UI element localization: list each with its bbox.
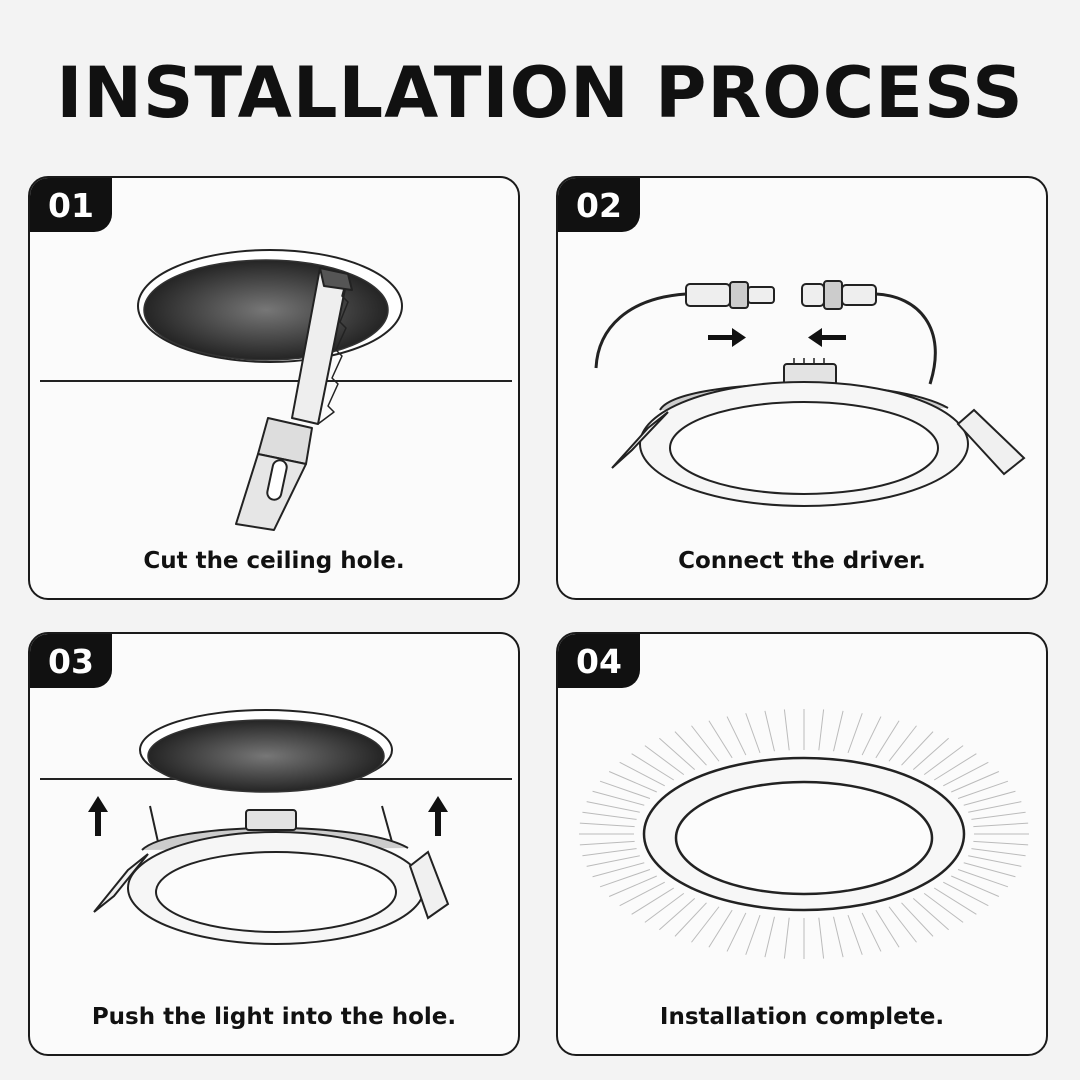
light-ray: [973, 822, 1029, 828]
light-ray: [818, 709, 825, 751]
light-ray: [708, 720, 733, 759]
light-ray: [901, 902, 934, 937]
light-ray: [691, 906, 720, 943]
light-ray: [619, 761, 665, 787]
step-panel-02: 02 Connect the driver.: [556, 176, 1048, 600]
light-ray: [726, 716, 747, 756]
step-number-04: 04: [558, 634, 640, 688]
light-ray: [764, 916, 775, 958]
page-title: INSTALLATION PROCESS: [56, 52, 1024, 134]
light-ray: [586, 801, 640, 813]
light-ray: [674, 902, 707, 937]
light-ray: [599, 869, 651, 888]
step-caption-04: Installation complete.: [659, 1004, 945, 1030]
light-ray: [888, 725, 917, 762]
arrow-up-icon: [428, 796, 448, 836]
light-ray: [943, 881, 989, 907]
light-ray: [833, 916, 844, 958]
light-ray: [951, 875, 1000, 897]
light-ray: [745, 914, 761, 955]
light-ray: [875, 909, 900, 948]
light-ray: [971, 811, 1026, 820]
light-ray: [592, 862, 645, 878]
light-rays: [579, 709, 1029, 959]
light-ray: [951, 771, 1000, 793]
light-ray: [659, 897, 696, 931]
arrow-right-icon: [708, 328, 746, 347]
light-ray: [608, 875, 657, 897]
light-ray: [783, 709, 790, 751]
ceiling-hole: [137, 249, 403, 363]
arrow-left-icon: [808, 328, 846, 347]
downlight-fixture: [611, 358, 1026, 507]
light-ray: [861, 912, 882, 952]
light-ray: [659, 737, 696, 771]
light-ray: [579, 822, 635, 828]
light-ray: [764, 710, 775, 752]
light-ray: [923, 892, 964, 923]
light-ray: [847, 713, 863, 754]
light-ray: [586, 855, 640, 867]
light-ray: [674, 731, 707, 766]
light-ray: [726, 912, 747, 952]
installation-complete-illustration: [579, 709, 1029, 959]
light-ray: [861, 716, 882, 756]
light-ray: [963, 862, 1016, 878]
light-ray: [644, 745, 685, 776]
light-ray: [619, 881, 665, 907]
light-ray: [968, 855, 1022, 867]
step-number-03: 03: [30, 634, 112, 688]
step-caption-01: Cut the ceiling hole.: [143, 548, 405, 574]
light-ray: [971, 848, 1026, 857]
light-ray: [818, 917, 825, 959]
ceiling-hole: [139, 709, 393, 793]
light-ray: [888, 906, 917, 943]
light-ray: [973, 840, 1029, 846]
light-ray: [631, 887, 675, 915]
light-ray: [875, 720, 900, 759]
downlight-fixture: [93, 805, 450, 945]
arrow-up-icon: [88, 796, 108, 836]
light-ray: [833, 710, 844, 752]
light-ray: [963, 790, 1016, 806]
step-number-01: 01: [30, 178, 112, 232]
light-ray: [783, 917, 790, 959]
light-ray: [592, 790, 645, 806]
connect-driver-illustration: [594, 280, 1026, 507]
step-caption-03: Push the light into the hole.: [91, 1004, 457, 1030]
light-ray: [631, 753, 675, 781]
light-ray: [847, 914, 863, 955]
light-ray: [582, 848, 637, 857]
light-ray: [708, 909, 733, 948]
wire-connectors: [594, 280, 937, 385]
installed-downlight: [642, 756, 966, 912]
light-ray: [599, 780, 651, 799]
light-ray: [745, 713, 761, 754]
light-ray: [901, 731, 934, 766]
light-ray: [579, 840, 635, 846]
light-ray: [957, 780, 1009, 799]
light-ray: [933, 753, 977, 781]
step-number-02: 02: [558, 178, 640, 232]
light-ray: [923, 745, 964, 776]
light-ray: [933, 887, 977, 915]
light-ray: [957, 869, 1009, 888]
light-ray: [912, 737, 949, 771]
jab-saw-icon: [235, 267, 353, 531]
light-ray: [968, 801, 1022, 813]
step-caption-02: Connect the driver.: [678, 548, 926, 574]
step-panel-03: 03 Push the light into the hole.: [28, 632, 520, 1056]
step-panel-01: 01 Cut the ceiling hole.: [28, 176, 520, 600]
cut-ceiling-hole-illustration: [40, 249, 512, 531]
light-ray: [943, 761, 989, 787]
step-panel-04: 04 Installation complete.: [556, 632, 1048, 1056]
light-ray: [912, 897, 949, 931]
light-ray: [608, 771, 657, 793]
light-ray: [691, 725, 720, 762]
light-ray: [644, 892, 685, 923]
push-light-illustration: [40, 709, 512, 945]
light-ray: [582, 811, 637, 820]
